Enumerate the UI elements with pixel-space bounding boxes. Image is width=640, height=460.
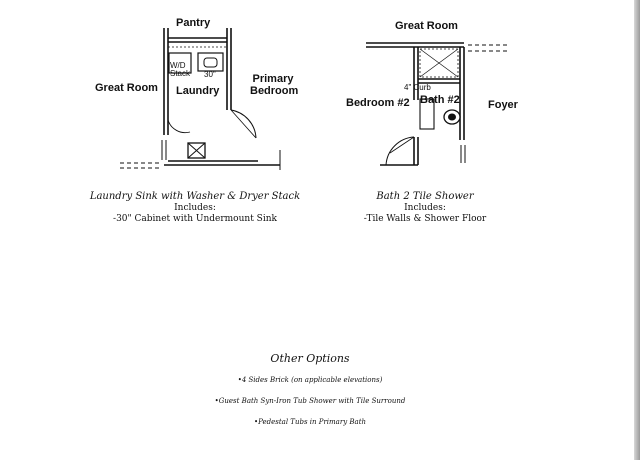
fixture-label-wd-stack: W/D Stack — [170, 61, 191, 78]
washer-dryer-stack — [168, 52, 192, 74]
bath-caption-item: -Tile Walls & Shower Floor — [363, 214, 487, 224]
laundry-floor-plan — [120, 28, 281, 170]
tile-shower — [419, 48, 459, 78]
laundry-caption: Laundry Sink with Washer & Dryer Stack I… — [80, 190, 310, 225]
laundry-caption-item: -30" Cabinet with Undermount Sink — [113, 214, 277, 224]
other-options-title: Other Options — [270, 352, 350, 365]
fixture-label-curb: 4" Curb — [404, 83, 431, 92]
laundry-caption-title: Laundry Sink with Washer & Dryer Stack — [89, 191, 301, 202]
vanity — [419, 98, 435, 130]
option-item: •4 Sides Brick (on applicable elevations… — [237, 376, 383, 384]
room-label-laundry: Laundry — [176, 85, 220, 97]
option-item: •Guest Bath Syn-Iron Tub Shower with Til… — [214, 397, 406, 405]
room-label-primary-bedroom: Primary Bedroom — [250, 73, 299, 97]
other-options-section: Other Options •4 Sides Brick (on applica… — [160, 352, 460, 427]
room-label-bath-2: Bath #2 — [420, 94, 460, 106]
room-label-great-room-right: Great Room — [395, 20, 458, 32]
laundry-caption-includes: Includes: — [174, 203, 216, 213]
sink-basin — [203, 57, 218, 68]
room-label-pantry: Pantry — [176, 17, 211, 29]
bath-caption-title: Bath 2 Tile Shower — [376, 191, 474, 202]
bath-caption-includes: Includes: — [404, 203, 446, 213]
room-label-foyer: Foyer — [488, 99, 518, 111]
room-label-great-room-left: Great Room — [95, 82, 158, 94]
bath-floor-plan — [366, 42, 508, 166]
sink-cabinet — [197, 52, 224, 72]
option-item: •Pedestal Tubs in Primary Bath — [253, 418, 367, 426]
bath-caption: Bath 2 Tile Shower Includes: -Tile Walls… — [335, 190, 515, 225]
page-edge-shadow — [634, 0, 640, 460]
room-label-bedroom-2: Bedroom #2 — [346, 97, 410, 109]
fixture-label-cabinet-size: 30" — [204, 70, 216, 79]
